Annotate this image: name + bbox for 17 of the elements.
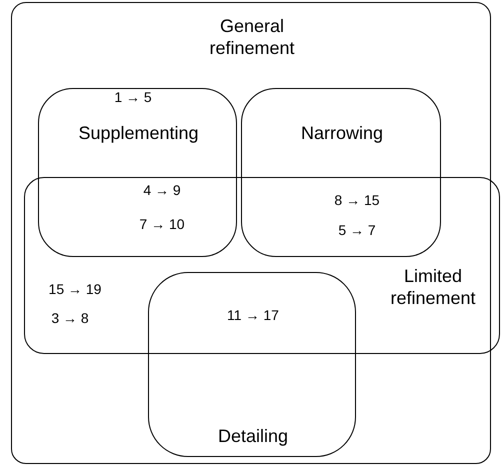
- transition-label: 11 → 17: [227, 307, 279, 323]
- transition-label: 4 → 9: [143, 182, 181, 198]
- transition-label: 7 → 10: [139, 216, 185, 232]
- transition-label: 15 → 19: [48, 281, 102, 297]
- transition-label: 1 → 5: [114, 89, 152, 105]
- region-label: Narrowing: [300, 122, 384, 144]
- region-label: Supplementing: [77, 122, 200, 144]
- region-label: Limited refinement: [389, 265, 477, 309]
- transition-label: 3 → 8: [51, 310, 89, 326]
- transition-label: 8 → 15: [334, 192, 380, 208]
- region-label: Detailing: [216, 425, 290, 447]
- region-label: General refinement: [208, 15, 296, 59]
- rounded-region: [148, 272, 356, 457]
- rounded-region: [24, 177, 500, 354]
- transition-label: 5 → 7: [338, 222, 376, 238]
- rounded-region: [38, 88, 237, 257]
- rounded-region: [241, 88, 441, 257]
